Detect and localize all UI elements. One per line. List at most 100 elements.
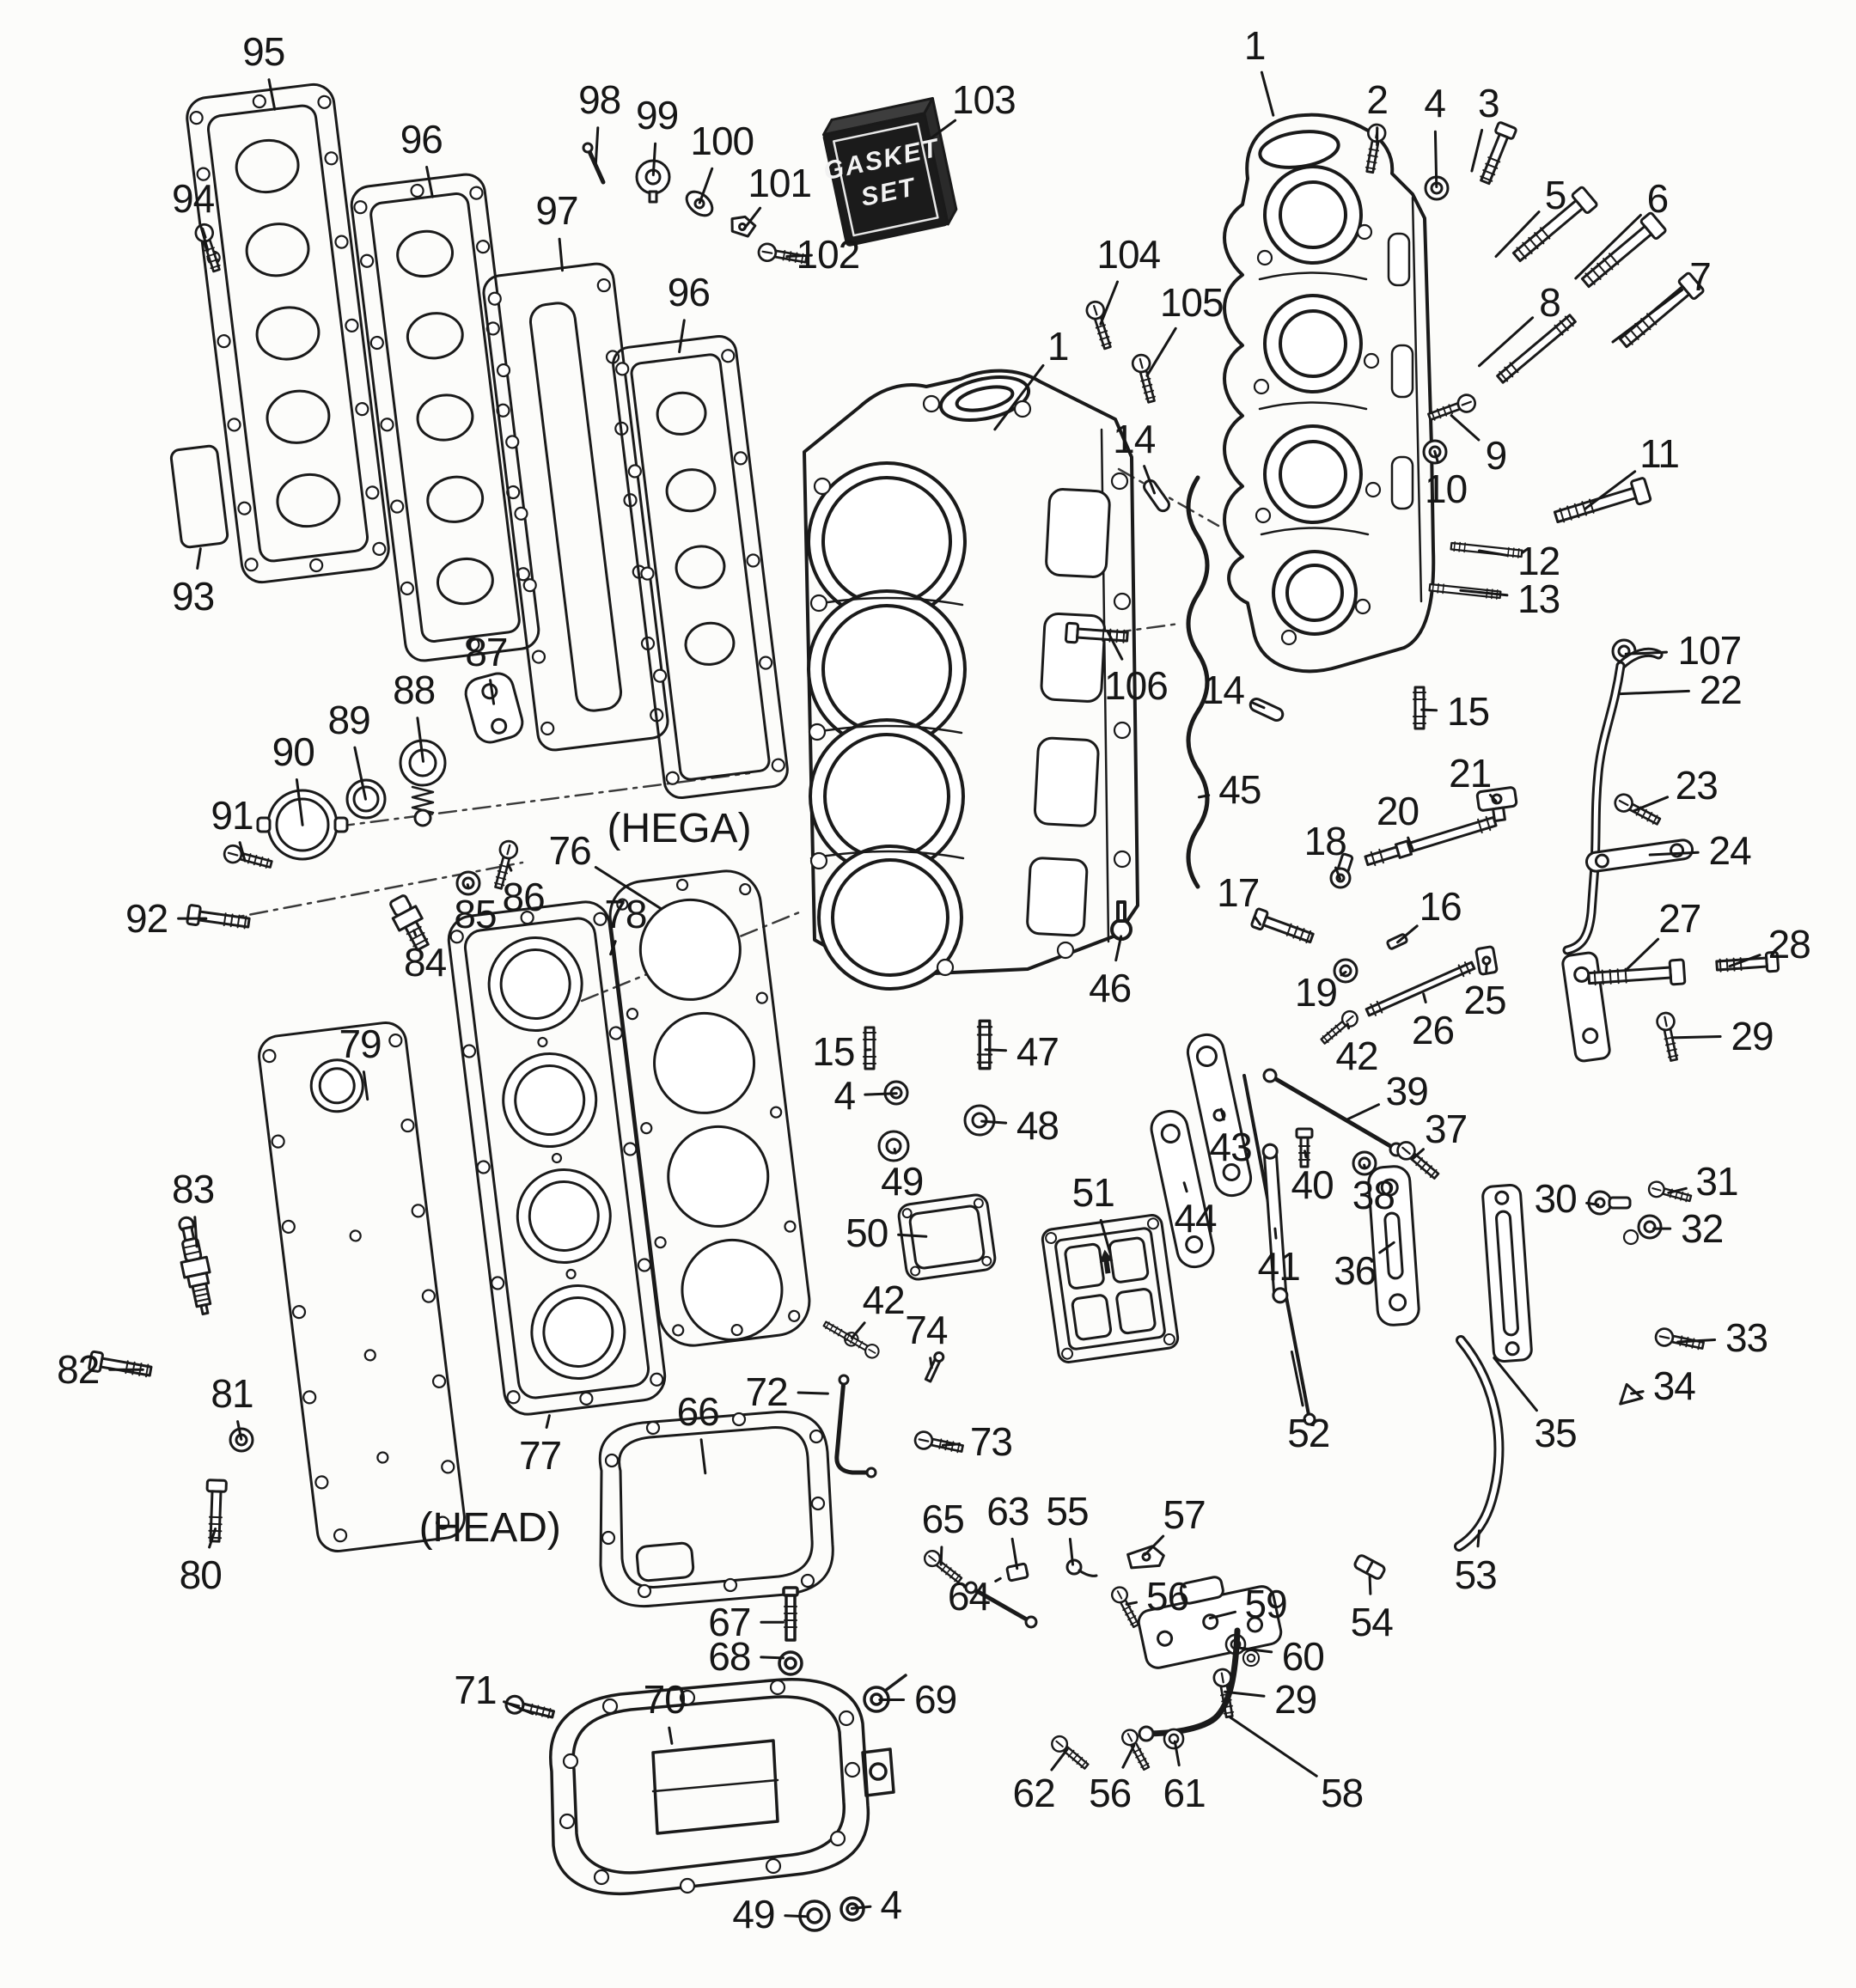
bracket-part-drawings — [1150, 1033, 1706, 1406]
washer-32b-drawing — [1622, 1229, 1639, 1246]
callout-74: 74 — [905, 1308, 948, 1353]
leader-96b — [678, 319, 686, 354]
leader-77 — [545, 1414, 551, 1429]
callout-57: 57 — [1163, 1492, 1206, 1538]
callout-64: 64 — [947, 1574, 991, 1619]
leader-28 — [1728, 954, 1761, 968]
callout-29a: 29 — [1731, 1013, 1774, 1058]
bracket-36-drawing — [1367, 1165, 1420, 1326]
leader-91 — [238, 841, 247, 863]
callout-1r: 1 — [1243, 23, 1267, 69]
callout-20: 20 — [1376, 789, 1419, 834]
leader-42b — [850, 1321, 866, 1339]
hose-53-drawing — [1353, 1335, 1505, 1580]
callout-101: 101 — [748, 160, 812, 205]
leader-13 — [1459, 588, 1509, 597]
leader-16 — [1396, 924, 1419, 944]
elbow-57-drawing — [1126, 1545, 1165, 1570]
callout-77: 77 — [518, 1432, 562, 1478]
callout-83: 83 — [172, 1166, 215, 1211]
leader-23 — [1632, 796, 1670, 813]
callout-12: 12 — [1517, 538, 1560, 583]
callout-35: 35 — [1534, 1411, 1577, 1456]
leader-14a — [1143, 465, 1156, 495]
callout-1c: 1 — [1047, 323, 1070, 369]
callout-69: 69 — [914, 1677, 957, 1723]
callout-58: 58 — [1321, 1771, 1364, 1816]
cylinder-block-front-drawing — [803, 369, 1139, 991]
leader-3 — [1470, 129, 1484, 173]
leader-71 — [503, 1700, 534, 1716]
callout-54: 54 — [1350, 1600, 1394, 1645]
link-64-drawing — [964, 1581, 1038, 1629]
leader-59 — [1208, 1610, 1236, 1620]
callout-6: 6 — [1646, 176, 1670, 222]
leader-87 — [489, 679, 496, 705]
callout-87: 87 — [465, 629, 508, 674]
callout-14b: 14 — [1201, 667, 1245, 712]
callout-107: 107 — [1677, 627, 1742, 673]
leader-19 — [1340, 971, 1347, 977]
leader-63 — [1010, 1537, 1019, 1570]
grommet-69-drawing — [863, 1674, 907, 1713]
leader-104 — [1099, 280, 1119, 326]
label-head: (HEAD) — [418, 1505, 561, 1552]
stud-67-drawing — [782, 1586, 799, 1642]
leader-45 — [1197, 794, 1211, 799]
leader-43 — [1219, 1107, 1225, 1121]
callout-17: 17 — [1217, 869, 1260, 915]
callout-102: 102 — [796, 232, 860, 277]
callout-67: 67 — [708, 1600, 751, 1645]
callout-49a: 49 — [881, 1158, 924, 1204]
callout-85: 85 — [454, 892, 497, 937]
leader-40 — [1303, 1150, 1308, 1159]
callout-48: 48 — [1016, 1102, 1059, 1148]
leader-94 — [199, 224, 210, 253]
leader-88 — [416, 717, 424, 763]
leader-4c — [850, 1905, 872, 1910]
callout-55: 55 — [1046, 1488, 1089, 1534]
thermostat-88-drawing — [399, 739, 447, 827]
cap-99-drawing — [635, 159, 671, 204]
exhaust-pan-70-drawing — [503, 1586, 907, 1932]
leader-18 — [1334, 866, 1341, 881]
callout-97: 97 — [535, 188, 578, 234]
callout-95: 95 — [242, 29, 285, 75]
leader-36 — [1378, 1241, 1395, 1254]
callout-32: 32 — [1681, 1206, 1724, 1252]
leader-105 — [1145, 326, 1177, 377]
callout-23: 23 — [1675, 763, 1719, 808]
callout-36: 36 — [1334, 1247, 1377, 1293]
leader-99 — [651, 142, 657, 177]
callout-92: 92 — [125, 896, 168, 942]
callout-104: 104 — [1096, 232, 1161, 277]
callout-43: 43 — [1209, 1125, 1252, 1170]
leader-31 — [1667, 1186, 1688, 1194]
leader-58 — [1229, 1716, 1318, 1778]
callout-39: 39 — [1385, 1069, 1429, 1114]
callout-4a: 4 — [1424, 81, 1446, 126]
callout-11: 11 — [1639, 430, 1680, 476]
callout-44: 44 — [1174, 1196, 1217, 1241]
leader-64 — [994, 1576, 1002, 1582]
callout-53: 53 — [1454, 1552, 1498, 1597]
callout-14a: 14 — [1113, 417, 1156, 462]
callout-80: 80 — [179, 1552, 223, 1597]
callout-45: 45 — [1218, 766, 1261, 812]
callout-21: 21 — [1449, 751, 1492, 796]
callout-52: 52 — [1287, 1411, 1330, 1456]
leader-106 — [1107, 631, 1124, 661]
leader-14b — [1250, 701, 1266, 710]
cylinder-block-rear-drawing — [1223, 113, 1436, 674]
leader-79 — [362, 1070, 369, 1101]
callout-93: 93 — [172, 574, 215, 619]
callout-98: 98 — [578, 76, 621, 122]
leader-8 — [1478, 316, 1535, 368]
exhaust-gasket-66-drawing — [598, 1410, 834, 1608]
callout-16: 16 — [1419, 884, 1462, 930]
leader-50 — [897, 1233, 928, 1238]
callout-56a: 56 — [1146, 1574, 1189, 1619]
rod-20-drawing — [1364, 815, 1498, 867]
leader-107 — [1624, 650, 1668, 656]
leader-103 — [923, 119, 957, 145]
